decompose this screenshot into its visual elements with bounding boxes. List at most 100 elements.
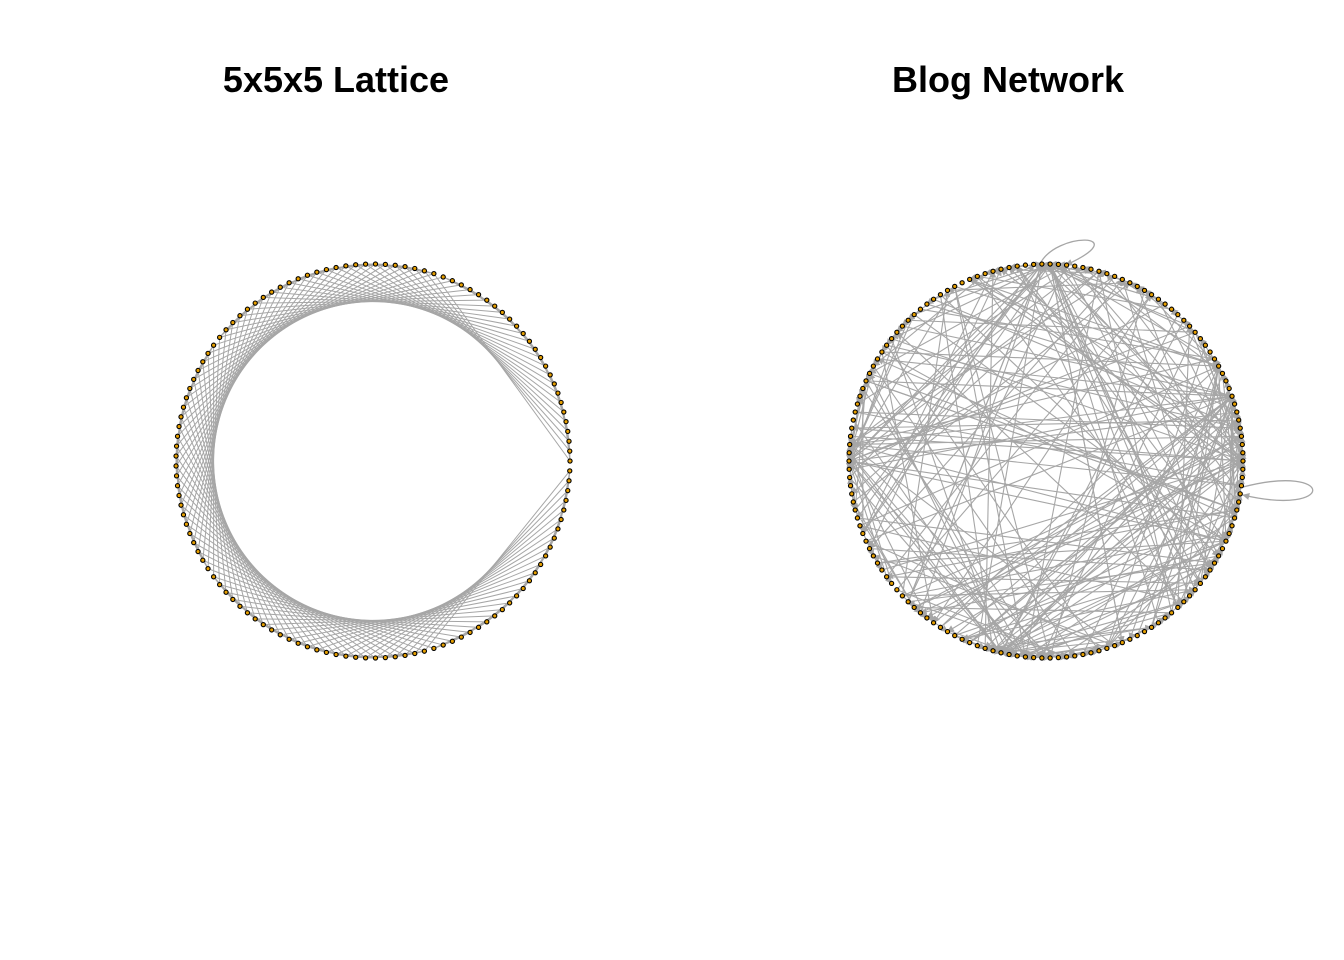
edge [854,380,869,511]
edge [848,314,915,462]
node [252,616,258,622]
edge [869,268,1002,549]
node [567,448,573,454]
node [1088,650,1094,656]
edge [1136,285,1159,300]
node [874,356,881,362]
node [440,274,446,280]
node [1006,651,1012,658]
edge [877,358,1233,400]
node [362,655,369,661]
node [1234,507,1240,513]
node [205,350,211,357]
node [974,642,980,649]
edge [1049,263,1215,360]
edge [1049,263,1179,609]
edge [933,298,1241,429]
node [883,342,890,348]
edge [1105,345,1206,650]
node [911,311,917,318]
edge [1189,325,1244,462]
edge [1000,626,1152,656]
node [412,265,418,272]
blog-panel: Blog Network [672,0,1344,960]
edge [1136,395,1233,636]
edge [849,263,1051,478]
node [223,327,229,333]
node [458,282,464,288]
node [555,390,561,396]
node [1192,329,1198,335]
node [173,443,180,449]
edge [940,395,1233,628]
node [1104,645,1110,652]
node [372,655,379,661]
edge [920,308,1216,362]
node [1239,474,1245,481]
edge [969,460,1244,644]
node [959,636,965,642]
node [847,433,854,439]
edge [1066,264,1220,557]
node [421,268,428,274]
node [506,316,513,322]
node [911,604,917,611]
node [1134,632,1140,639]
node [1039,655,1045,661]
edge [1106,403,1236,649]
node [449,638,456,644]
node [1240,458,1246,464]
edge [886,344,1100,652]
edge [1009,653,1035,661]
node [990,268,996,274]
node [176,423,182,430]
node [952,632,958,639]
node [1112,642,1118,649]
node [1155,296,1162,302]
node [1211,356,1218,362]
edge [891,263,1051,340]
node [323,649,330,656]
edge [852,501,915,608]
node [1211,560,1218,566]
node [173,473,180,479]
node [860,530,866,537]
node [542,363,549,369]
node [1239,441,1245,448]
node [937,624,944,630]
node [174,433,181,439]
edge [848,263,1043,462]
node [1072,653,1078,659]
node [1207,349,1213,355]
node [173,453,179,459]
node [372,261,379,267]
node [520,330,526,337]
node [849,491,855,497]
edge [940,365,1220,628]
edge [1041,263,1244,454]
lattice-network-graph [173,261,573,661]
node [879,349,885,355]
node [216,334,223,340]
node [1127,280,1133,286]
node [1238,433,1245,439]
blog-edges [845,239,1314,661]
node [1080,264,1086,271]
edge [902,586,1196,597]
edge [913,314,1227,542]
node [1039,261,1045,267]
edge [969,278,1220,368]
edge [862,263,1051,534]
node [304,644,311,650]
self-loop-edge [1242,480,1314,502]
node [244,610,251,616]
node [561,409,567,415]
node [1231,401,1238,407]
node [1197,335,1204,342]
edge [848,458,1227,542]
edge [1049,263,1196,333]
node [1055,654,1062,661]
node [888,580,895,587]
edge [1000,460,1244,654]
node [237,603,243,609]
